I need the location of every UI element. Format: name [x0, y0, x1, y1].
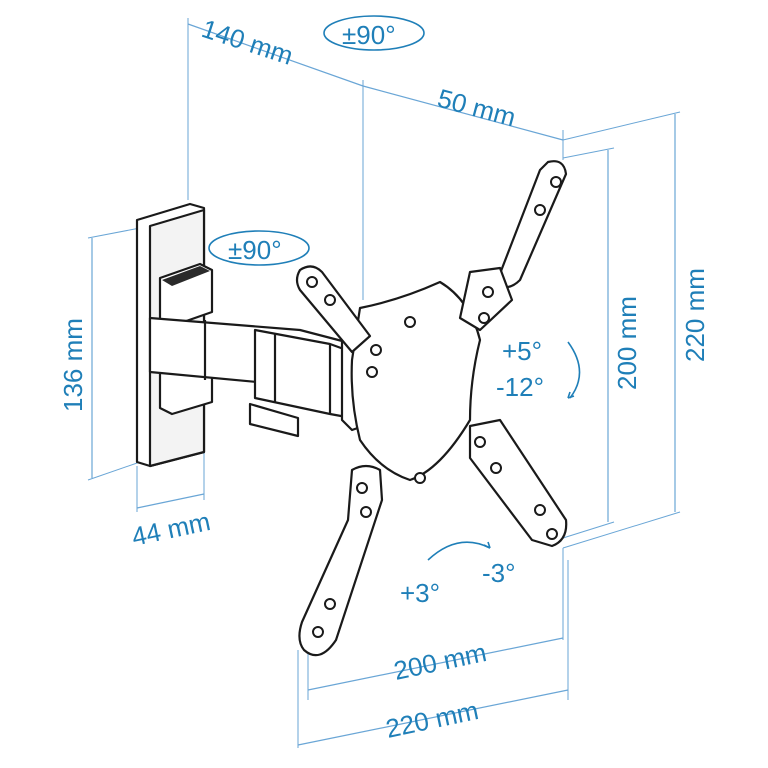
- rot-swivel-arm: ±90°: [228, 235, 282, 265]
- swivel-arm: [148, 262, 382, 438]
- dim-vesa-height-outer: 220 mm: [680, 268, 710, 362]
- dim-vesa-width-inner: 200 mm: [391, 637, 489, 686]
- dim-height-plate: 136 mm: [58, 318, 88, 412]
- rot-tilt-down: -12°: [496, 372, 544, 402]
- dim-vesa-height-inner: 200 mm: [612, 296, 642, 390]
- dim-arm-length: 140 mm: [198, 13, 297, 71]
- dim-offset: 50 mm: [434, 83, 519, 133]
- rot-tilt-up: +5°: [502, 336, 542, 366]
- dim-depth-plate: 44 mm: [129, 506, 213, 552]
- rot-swivel-top: ±90°: [342, 20, 396, 50]
- rot-level-left: +3°: [400, 578, 440, 608]
- vesa-plate: [295, 160, 568, 657]
- rotation-labels: ±90° ±90° +5° -12° +3° -3°: [228, 20, 544, 608]
- rotation-arcs: [208, 15, 581, 561]
- dim-vesa-width-outer: 220 mm: [383, 695, 481, 744]
- rot-level-right: -3°: [482, 558, 516, 588]
- dimension-lines: [87, 18, 681, 748]
